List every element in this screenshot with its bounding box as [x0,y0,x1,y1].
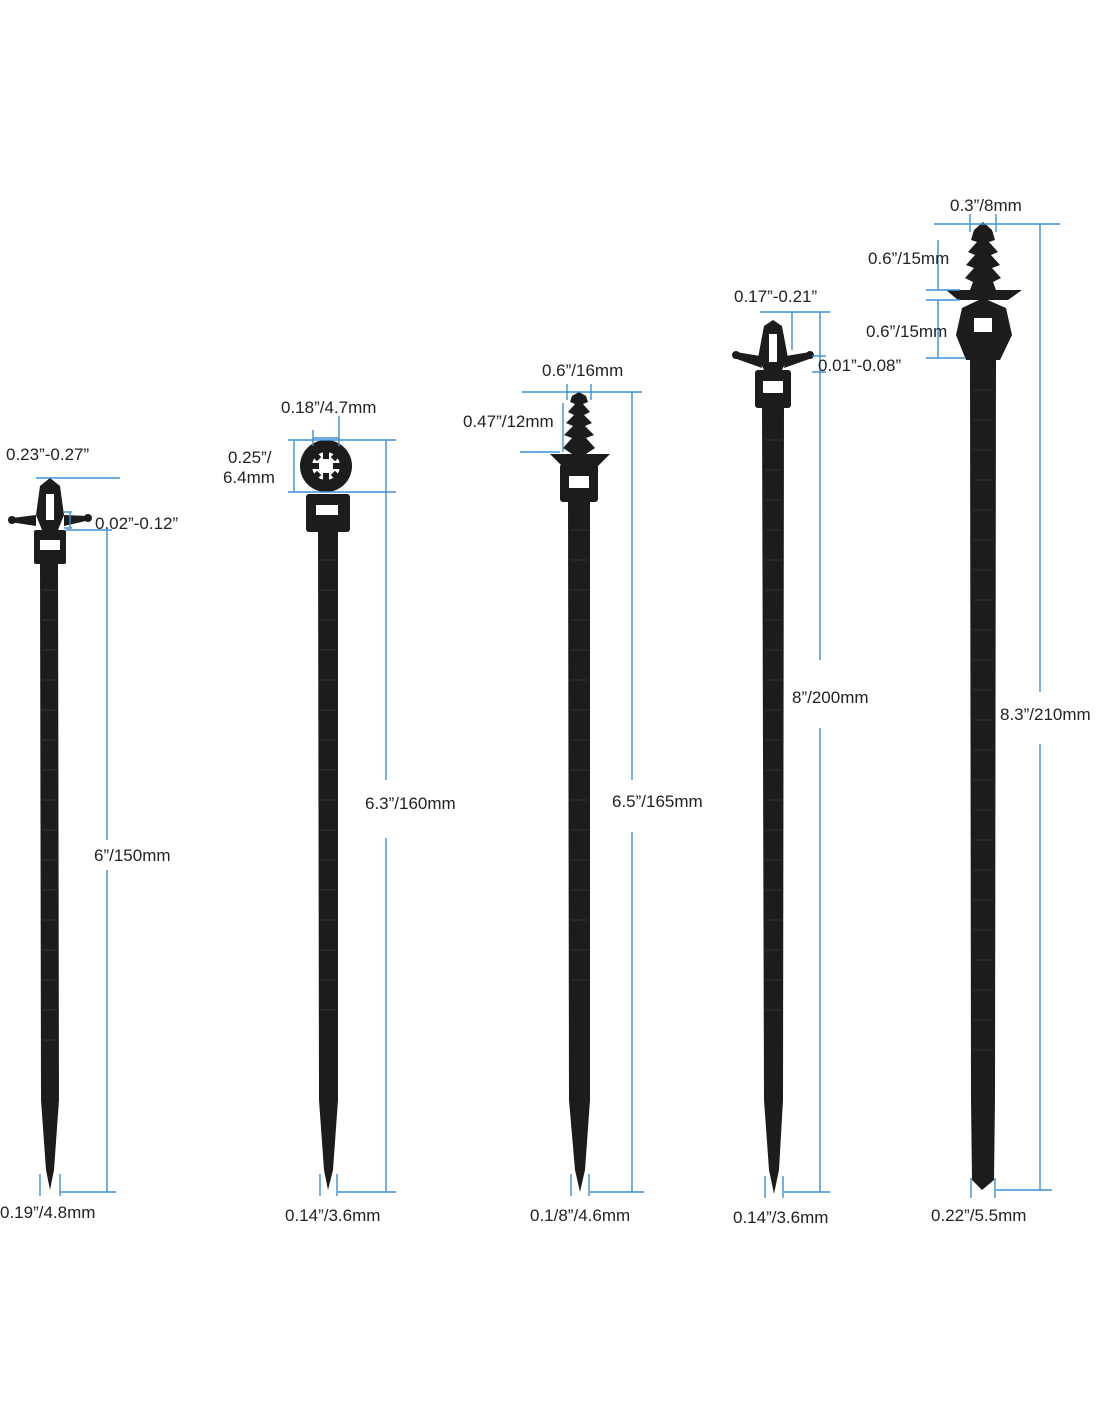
tie-4-strap-width-label: 0.14”/3.6mm [733,1208,828,1227]
tie-5-length-label: 8.3”/210mm [1000,705,1091,724]
tie-2-ring-size-line2: 6.4mm [223,468,275,487]
tie-5-stem-length-label: 0.6”/15mm [868,249,949,268]
tie-4-panel-thickness-label: 0.01”-0.08” [818,356,901,375]
tie-4-clip-width-label: 0.17”-0.21” [734,287,817,306]
tie-4-strap-ridges [765,439,782,1011]
tie-4-group: 0.17”-0.21” 0.01”-0.08” 8”/200mm 0.14”/3… [732,287,901,1227]
tie-5-strap-width-label: 0.22”/5.5mm [931,1206,1026,1225]
tie-2-length-label: 6.3”/160mm [365,794,456,813]
tie-2-ring-teeth [311,451,341,481]
tie-4-body [732,320,814,1194]
tie-4-dimensions [760,311,830,1198]
tie-1-length-label: 6”/150mm [94,846,171,865]
tie-2-dimensions [288,416,396,1196]
tie-1-panel-thickness-label: 0.02”-0.12” [95,514,178,533]
tie-1-body [8,478,92,1190]
tie-3-strap-ridges [571,529,588,981]
tie-2-hole-diameter-label: 0.18”/4.7mm [281,398,376,417]
tie-3-group: 0.6”/16mm 0.47”/12mm 6.5”/165mm 0.1/8”/4… [463,361,703,1225]
tie-1-strap-ridges [42,589,57,1041]
tie-3-length-label: 6.5”/165mm [612,792,703,811]
tie-3-body [550,392,610,1192]
tie-1-group: 0.23”-0.27” 0.02”-0.12” 6”/150mm 0.19”/4… [0,445,178,1222]
tie-2-strap-width-label: 0.14”/3.6mm [285,1206,380,1225]
tie-5-group: 0.3”/8mm 0.6”/15mm 0.6”/15mm 8.3”/210mm … [866,196,1091,1225]
tie-1-head-width-label: 0.23”-0.27” [6,445,89,464]
tie-5-stem-diameter-label: 0.3”/8mm [950,196,1022,215]
tie-5-dimensions [926,214,1060,1198]
tie-2-body [300,440,352,1190]
tie-2-ring-size-line1: 0.25”/ [228,448,272,467]
tie-2-strap-ridges [320,559,336,1011]
tie-5-body [946,222,1022,1190]
tie-2-group: 0.18”/4.7mm 0.25”/ 6.4mm 6.3”/160mm 0.14… [223,398,456,1225]
tie-4-length-label: 8”/200mm [792,688,869,707]
tie-5-saddle-height-label: 0.6”/15mm [866,322,947,341]
tie-3-stem-diameter-label: 0.6”/16mm [542,361,623,380]
tie-3-dimensions [520,384,644,1196]
tie-5-strap-ridges [973,389,993,1051]
tie-1-dimensions [36,477,120,1196]
tie-3-strap-width-label: 0.1/8”/4.6mm [530,1206,630,1225]
tie-3-stem-length-label: 0.47”/12mm [463,412,554,431]
tie-1-strap-width-label: 0.19”/4.8mm [0,1203,95,1222]
